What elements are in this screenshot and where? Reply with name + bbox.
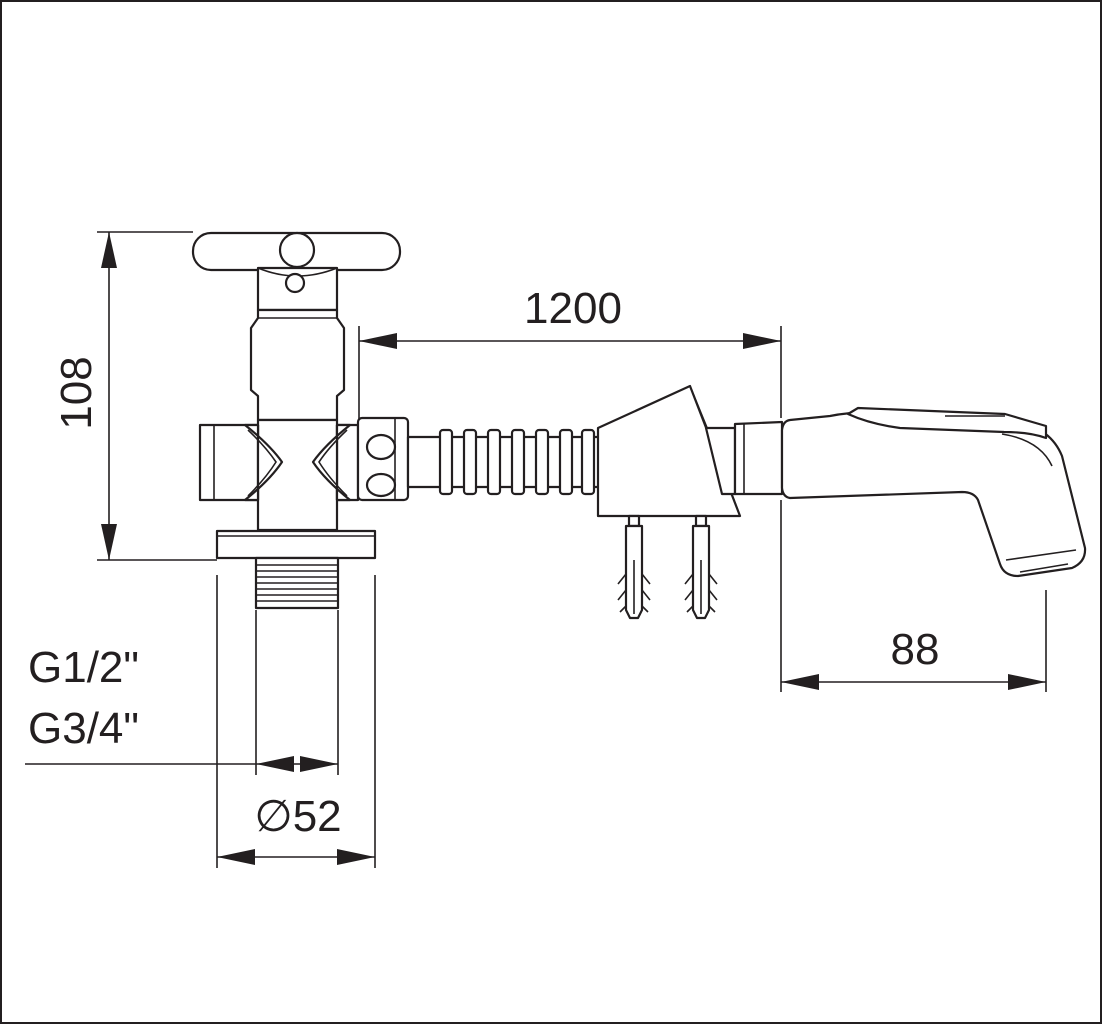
spindle-body [249, 308, 346, 422]
dim-diameter: ∅52 [216, 575, 376, 868]
base-flange [215, 529, 377, 560]
wall-plug-right [684, 514, 718, 620]
thread-label-b: G3/4" [28, 704, 139, 753]
hose [406, 428, 602, 496]
hose-nut [356, 416, 410, 502]
wall-plug-left [617, 514, 651, 620]
handshower [780, 406, 1087, 578]
left-port [198, 423, 260, 502]
height-label: 108 [52, 356, 101, 429]
dim-handset-length: 88 [780, 500, 1047, 692]
wall-bracket [596, 384, 784, 518]
hose-length-label: 1200 [524, 284, 622, 333]
valve [191, 231, 402, 610]
diameter-label: ∅52 [254, 792, 341, 841]
handle-hub [278, 231, 316, 269]
dim-thread: G1/2" G3/4" [25, 610, 339, 775]
thread-label-a: G1/2" [28, 643, 139, 692]
handset-length-label: 88 [891, 625, 940, 674]
handle-screw [284, 272, 306, 294]
thread-lines [256, 564, 338, 602]
dim-height: 108 [52, 231, 217, 561]
wall-plugs [617, 514, 718, 620]
dim-hose-length: 1200 [358, 284, 782, 420]
